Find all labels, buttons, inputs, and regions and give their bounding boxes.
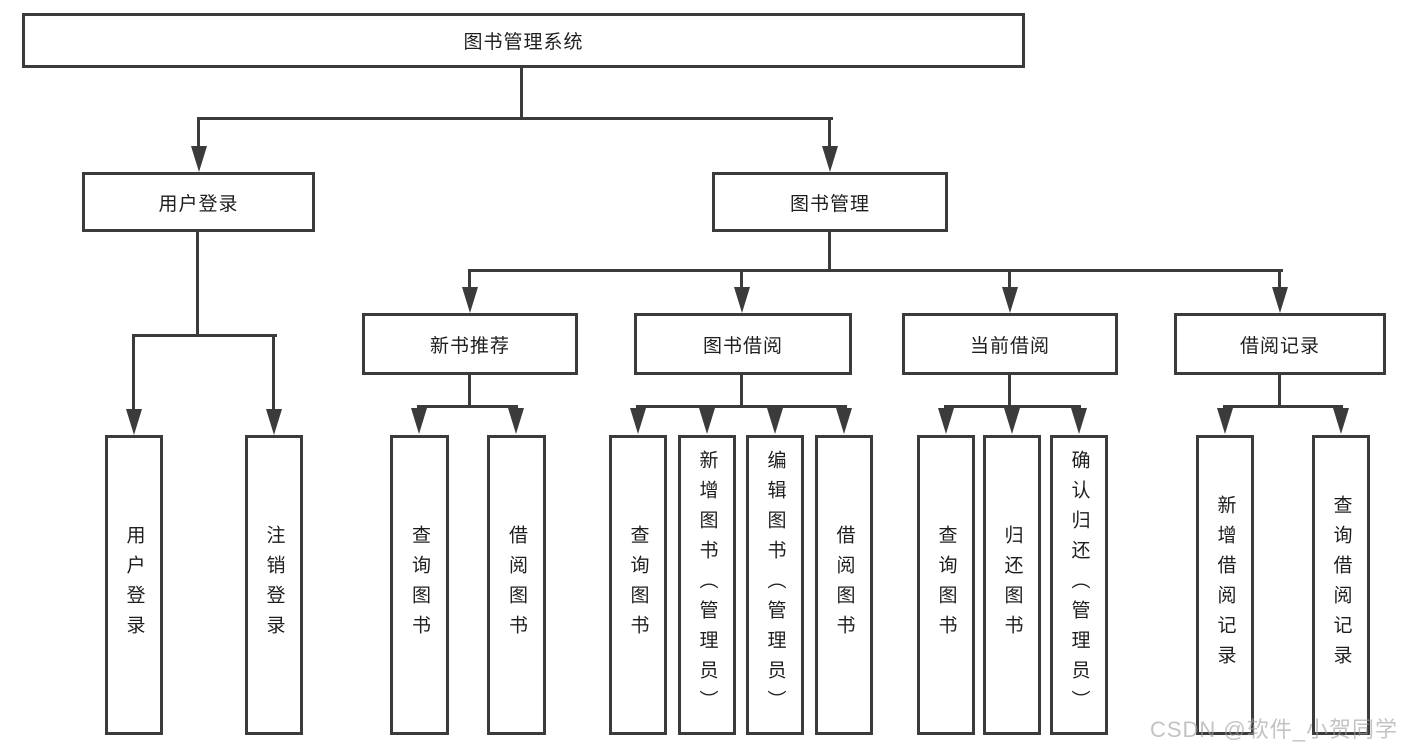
arrowhead-icon <box>1333 408 1349 434</box>
node-borrow-records-label: 借阅记录 <box>1239 335 1320 357</box>
arrowhead-icon <box>1217 408 1233 434</box>
leaf-borrow-books: 借阅图书 <box>815 435 873 735</box>
connector-line <box>468 269 471 289</box>
node-borrow-records: 借阅记录 <box>1174 313 1386 375</box>
leaf-query-books-current-label: 查询图书 <box>935 525 957 645</box>
connector-line <box>1278 269 1281 289</box>
connector-line <box>740 375 743 408</box>
leaf-edit-books-admin-label: 编辑图书（管理员） <box>764 450 786 720</box>
node-book-borrow: 图书借阅 <box>634 313 852 375</box>
leaf-query-books-borrow: 查询图书 <box>609 435 667 735</box>
leaf-add-books-admin-label: 新增图书（管理员） <box>696 450 718 720</box>
leaf-logout-label: 注销登录 <box>263 525 285 645</box>
leaf-edit-books-admin: 编辑图书（管理员） <box>746 435 804 735</box>
connector-line <box>828 117 831 149</box>
leaf-logout: 注销登录 <box>245 435 303 735</box>
arrowhead-icon <box>734 287 750 313</box>
leaf-borrow-books-recommend: 借阅图书 <box>487 435 546 735</box>
node-current-borrow-label: 当前借阅 <box>969 335 1050 357</box>
arrowhead-icon <box>1004 408 1020 434</box>
connector-line <box>468 375 471 408</box>
arrowhead-icon <box>411 408 427 434</box>
node-user-login-label: 用户登录 <box>158 193 239 215</box>
watermark: CSDN @软件_小贺同学 <box>1149 717 1398 742</box>
leaf-user-login-label: 用户登录 <box>123 525 145 645</box>
arrowhead-icon <box>126 409 142 435</box>
leaf-add-books-admin: 新增图书（管理员） <box>678 435 736 735</box>
connector-line <box>132 334 277 337</box>
connector-line <box>828 232 831 272</box>
arrowhead-icon <box>1071 408 1087 434</box>
arrowhead-icon <box>1272 287 1288 313</box>
connector-line <box>1008 375 1011 408</box>
leaf-user-login: 用户登录 <box>105 435 163 735</box>
node-new-book-recommend-label: 新书推荐 <box>429 335 510 357</box>
connector-line <box>272 334 275 412</box>
leaf-borrow-books-label: 借阅图书 <box>833 525 855 645</box>
node-user-login: 用户登录 <box>82 172 315 232</box>
arrowhead-icon <box>822 146 838 172</box>
leaf-confirm-return-admin: 确认归还（管理员） <box>1050 435 1108 735</box>
node-book-borrow-label: 图书借阅 <box>702 335 783 357</box>
arrowhead-icon <box>699 408 715 434</box>
connector-line <box>1278 375 1281 408</box>
node-root-label: 图书管理系统 <box>463 32 584 53</box>
connector-line <box>196 232 199 337</box>
leaf-add-borrow-record: 新增借阅记录 <box>1196 435 1254 735</box>
connector-line <box>468 269 1283 272</box>
leaf-return-books: 归还图书 <box>983 435 1041 735</box>
node-book-management-label: 图书管理 <box>789 193 870 215</box>
leaf-query-borrow-record-label: 查询借阅记录 <box>1330 495 1352 675</box>
arrowhead-icon <box>266 409 282 435</box>
leaf-return-books-label: 归还图书 <box>1001 525 1023 645</box>
node-new-book-recommend: 新书推荐 <box>362 313 578 375</box>
connector-line <box>636 405 847 408</box>
connector-line <box>1223 405 1343 408</box>
arrowhead-icon <box>630 408 646 434</box>
connector-line <box>520 68 523 120</box>
node-current-borrow: 当前借阅 <box>902 313 1118 375</box>
leaf-query-books-recommend: 查询图书 <box>390 435 449 735</box>
arrowhead-icon <box>836 408 852 434</box>
arrowhead-icon <box>938 408 954 434</box>
leaf-add-borrow-record-label: 新增借阅记录 <box>1214 495 1236 675</box>
arrowhead-icon <box>508 408 524 434</box>
connector-line <box>197 117 200 149</box>
leaf-borrow-books-recommend-label: 借阅图书 <box>506 525 527 645</box>
connector-line <box>944 405 1081 408</box>
connector-line <box>132 334 135 412</box>
arrowhead-icon <box>767 408 783 434</box>
connector-line <box>417 405 518 408</box>
connector-line <box>197 117 833 120</box>
leaf-query-books-current: 查询图书 <box>917 435 975 735</box>
leaf-query-borrow-record: 查询借阅记录 <box>1312 435 1370 735</box>
arrowhead-icon <box>462 287 478 313</box>
leaf-query-books-recommend-label: 查询图书 <box>409 525 430 645</box>
leaf-confirm-return-admin-label: 确认归还（管理员） <box>1068 450 1090 720</box>
arrowhead-icon <box>191 146 207 172</box>
arrowhead-icon <box>1002 287 1018 313</box>
connector-line <box>740 269 743 289</box>
node-book-management: 图书管理 <box>712 172 948 232</box>
connector-line <box>1008 269 1011 289</box>
node-root: 图书管理系统 <box>22 13 1025 68</box>
leaf-query-books-borrow-label: 查询图书 <box>627 525 649 645</box>
